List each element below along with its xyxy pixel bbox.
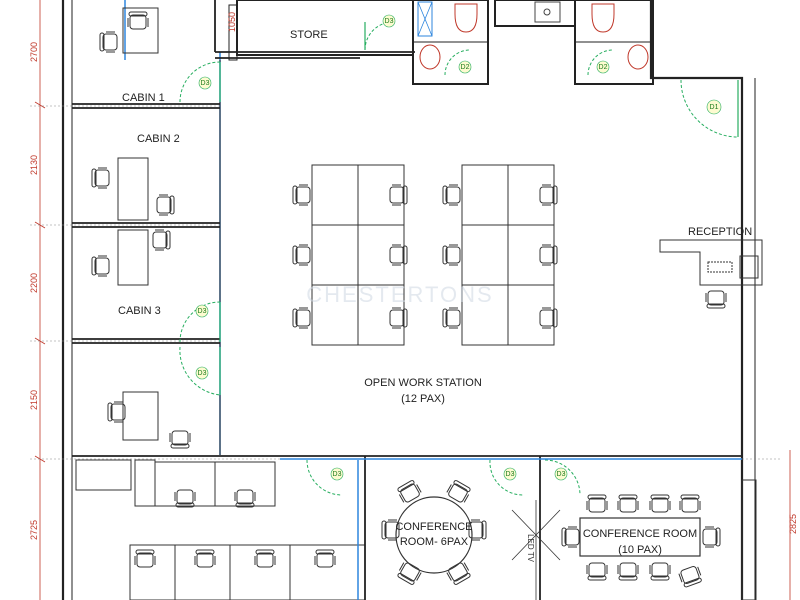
cabin1-label: CABIN 1: [122, 92, 165, 104]
dim-2825: 2825: [788, 514, 798, 534]
chair-icon: [99, 31, 118, 53]
chair-icon: [152, 229, 171, 251]
chair-icon: [91, 167, 110, 189]
chair-icon: [169, 430, 191, 449]
dim-2130: 2130: [29, 155, 39, 175]
dim-2150: 2150: [29, 390, 39, 410]
chair-icon: [649, 494, 671, 513]
chair-icon: [586, 562, 608, 581]
chair-icon: [649, 562, 671, 581]
dim-1050: 1050: [227, 12, 237, 32]
watermark: CHESTERTONS: [306, 282, 493, 307]
chair-icon: [107, 401, 126, 423]
conf10-table: [579, 517, 701, 557]
chair-icon: [389, 184, 408, 206]
chair-icon: [292, 307, 311, 329]
chair-icon: [194, 549, 216, 568]
door-store-tag: D3: [385, 18, 394, 25]
door-main-tag: D1: [710, 104, 719, 111]
store-door-frame: [228, 4, 238, 61]
reception-label: RECEPTION: [688, 226, 752, 238]
dim-2700: 2700: [29, 42, 39, 62]
open-ws-label: OPEN WORK STATION: [364, 377, 482, 389]
door-tag-labels: D3 D2 D2 D1 D3 D3 D3 D3 D3 D3: [198, 18, 719, 478]
chair-icon: [586, 494, 608, 513]
chair-icon: [679, 494, 701, 513]
door-conf6-side-tag: D3: [506, 471, 515, 478]
door-cabin4-tag: D3: [198, 370, 207, 377]
door-tags: [195, 14, 722, 481]
store-toilet-walls: [236, 0, 654, 85]
chair-icon: [617, 562, 639, 581]
chair-icon: [254, 549, 276, 568]
conf6-pax: ROOM- 6PAX: [400, 536, 469, 548]
chair-icon: [442, 184, 461, 206]
chair-icon: [314, 549, 336, 568]
dim-2200: 2200: [29, 273, 39, 293]
chair-icon: [702, 526, 721, 548]
exterior-walls: [61, 0, 756, 600]
chair-icon: [397, 480, 422, 503]
conf10-label: CONFERENCE ROOM: [583, 528, 697, 540]
door-cabin3-tag: D3: [198, 308, 207, 315]
door-toilet-right-tag: D2: [599, 64, 608, 71]
toilet-fixtures: [419, 1, 649, 70]
chair-icon: [678, 566, 702, 588]
chair-icon: [134, 549, 156, 568]
left-dimension-line: [34, 0, 46, 600]
led-tv-label: LED TV: [526, 534, 535, 563]
chair-icon: [381, 519, 400, 541]
chair-icon: [292, 184, 311, 206]
chair-icon: [292, 244, 311, 266]
chair-icon: [468, 519, 487, 541]
chair-icon: [127, 11, 149, 30]
workstation-blocks: [311, 164, 555, 346]
door-leaves: [219, 22, 739, 395]
chair-icon: [234, 489, 256, 508]
reception-counter: [659, 239, 763, 286]
chair-icon: [91, 255, 110, 277]
chair-icon: [442, 307, 461, 329]
chair-icon: [705, 290, 727, 309]
chair-icon: [539, 244, 558, 266]
doors: [179, 21, 739, 496]
glass-panels: [280, 458, 742, 600]
dim-2725: 2725: [29, 520, 39, 540]
chairs: [91, 11, 727, 588]
door-conf6-top-tag: D3: [333, 471, 342, 478]
chair-icon: [389, 244, 408, 266]
conf6-table: [395, 496, 473, 574]
chair-icon: [156, 194, 175, 216]
open-ws-pax: (12 PAX): [401, 393, 445, 405]
cabin-walls: [72, 0, 415, 457]
door-conf10-tag: D3: [557, 471, 566, 478]
store-label: STORE: [290, 29, 328, 41]
chair-icon: [442, 244, 461, 266]
conf10-pax: (10 PAX): [618, 544, 662, 556]
door-toilet-left-tag: D2: [461, 64, 470, 71]
shower-panel: [417, 1, 433, 37]
chair-icon: [561, 526, 580, 548]
chair-icon: [539, 184, 558, 206]
conf6-label: CONFERENCE: [395, 521, 472, 533]
chair-icon: [617, 494, 639, 513]
chair-icon: [389, 307, 408, 329]
storage-cabinet: [741, 479, 757, 600]
cabin2-label: CABIN 2: [137, 133, 180, 145]
sliding-divider: [511, 500, 561, 600]
chair-icon: [446, 480, 471, 503]
chair-icon: [539, 307, 558, 329]
chair-icon: [446, 562, 471, 585]
chair-icon: [397, 562, 422, 585]
chair-icon: [174, 489, 196, 508]
cabin3-label: CABIN 3: [118, 305, 161, 317]
conference-walls: [364, 455, 742, 600]
door-cabin1-tag: D3: [201, 80, 210, 87]
